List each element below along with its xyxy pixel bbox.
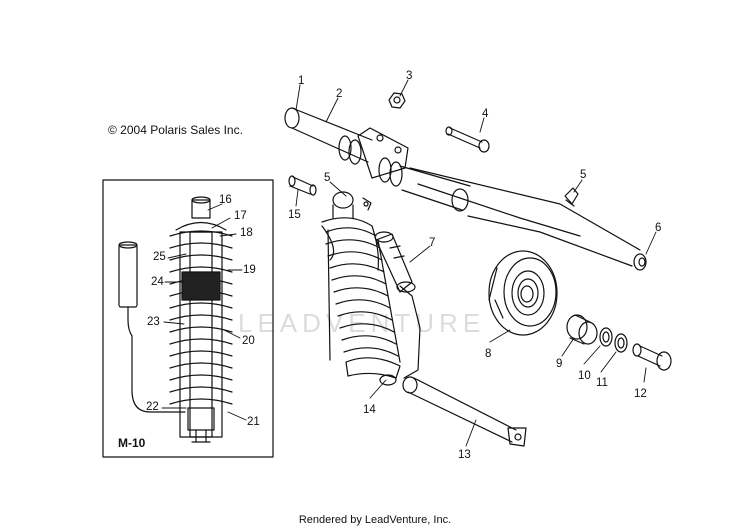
watermark-text: LEADVENTURE [238, 308, 485, 338]
callout-21: 21 [247, 416, 260, 428]
part-nut [388, 92, 406, 109]
part-washer-b [614, 333, 628, 353]
callout-11: 11 [596, 377, 608, 389]
part-shock-assembly [321, 191, 421, 386]
callout-22: 22 [146, 401, 159, 413]
callout-18: 18 [240, 227, 253, 239]
callout-14: 14 [363, 404, 376, 416]
callout-10: 10 [578, 370, 591, 382]
callout-24: 24 [151, 276, 164, 288]
inset-frame [102, 179, 274, 458]
copyright-notice: © 2004 Polaris Sales Inc. [108, 123, 243, 137]
footer-credit: Rendered by LeadVenture, Inc. [298, 514, 452, 526]
part-reservoir [374, 231, 416, 293]
inset-label: M-10 [118, 436, 146, 450]
part-shoulder-bolt [632, 343, 672, 371]
callout-5-center: 5 [324, 172, 330, 184]
part-screw [564, 187, 579, 207]
callout-25: 25 [153, 251, 166, 263]
callout-12: 12 [634, 388, 647, 400]
part-bolt [445, 126, 490, 153]
part-washer-a [599, 327, 613, 347]
callout-17: 17 [234, 210, 247, 222]
part-lower-rod [402, 376, 527, 447]
part-idler-wheel [488, 250, 558, 336]
callout-15: 15 [288, 209, 301, 221]
callout-labels: 1 2 3 4 5 6 7 8 9 10 11 12 13 14 5 15 16… [146, 70, 661, 461]
callout-20: 20 [242, 335, 255, 347]
callout-13: 13 [458, 449, 471, 461]
callout-6: 6 [655, 222, 661, 234]
callout-3: 3 [406, 70, 412, 82]
part-bushing [288, 175, 317, 196]
part-bearing-spacer [566, 314, 598, 345]
callout-23: 23 [147, 316, 160, 328]
callout-2: 2 [336, 88, 342, 100]
callout-9: 9 [556, 358, 562, 370]
callout-7: 7 [429, 237, 435, 249]
callout-5-upper: 5 [580, 169, 586, 181]
callout-16: 16 [219, 194, 232, 206]
part-shaft-tube [284, 107, 647, 271]
callout-19: 19 [243, 264, 256, 276]
leader-lines [161, 79, 657, 447]
callout-1: 1 [298, 75, 304, 87]
callout-4: 4 [482, 108, 489, 120]
callout-8: 8 [485, 348, 491, 360]
part-grease-fitting [362, 197, 372, 211]
inset-shock-cutaway [118, 196, 233, 443]
